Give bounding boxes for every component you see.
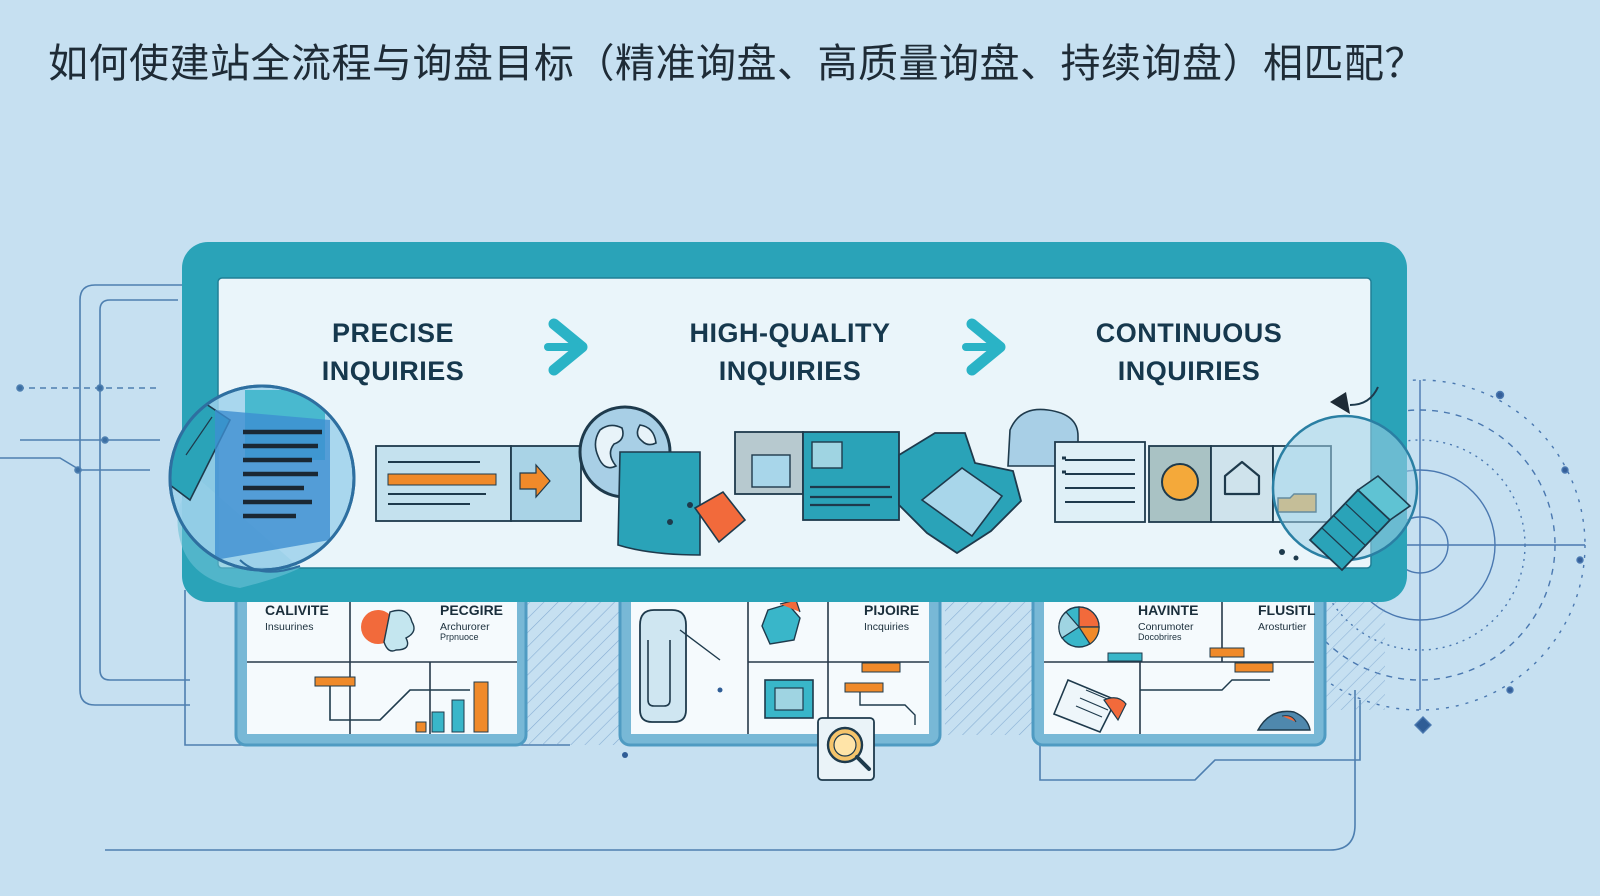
arrow-right-icon <box>519 463 551 499</box>
bottom-card-right <box>1031 583 1327 747</box>
stage-label-line2: Inquiries <box>718 356 862 386</box>
card-subtitle-2: Prpnuoce <box>440 632 479 642</box>
card-label: PECGIRE Archurorer Prpnuoce <box>440 602 503 642</box>
network-globe-icon <box>1271 386 1419 572</box>
card-label: HAVINTE Conrumoter Docobrires <box>1138 602 1198 642</box>
arrow-right-icon <box>544 318 588 376</box>
stage-label-line2: Inquiries <box>321 356 465 386</box>
card-title: PIJOIRE <box>864 602 920 618</box>
card-label: CALIVITE Insuurines <box>265 602 329 633</box>
document-icon <box>802 431 900 521</box>
hatched-panel <box>525 595 625 745</box>
card-title: PECGIRE <box>440 602 504 618</box>
arrow-right-icon <box>962 318 1006 376</box>
pie-chart-icon <box>361 609 415 652</box>
bottom-card-middle <box>618 583 942 747</box>
stage-label-line1: High-Quality <box>689 318 891 348</box>
process-strip <box>375 405 1332 556</box>
card-title: HAVINTE <box>1138 602 1199 618</box>
card-title: FLUSITL <box>1258 602 1316 618</box>
stage-label-line1: Precise <box>331 318 455 348</box>
card-title: CALIVITE <box>265 602 329 618</box>
stage-precise-inquiries: Precise Inquiries <box>243 314 543 390</box>
stage-label-line2: Inquiries <box>1117 356 1261 386</box>
stage-high-quality-inquiries: High-Quality Inquiries <box>640 314 940 390</box>
card-subtitle: Insuurines <box>265 621 314 633</box>
card-label: PIJOIRE Incquiries <box>864 602 919 633</box>
stage-label-line1: Continuous <box>1095 318 1283 348</box>
hatched-panel <box>945 595 1040 735</box>
pie-chart-icon <box>1058 606 1100 648</box>
card-label: FLUSITL Arosturtier <box>1258 602 1316 633</box>
bottom-card-left <box>234 583 528 747</box>
home-icon <box>1210 445 1274 523</box>
card-subtitle: Conrumoter <box>1138 621 1194 633</box>
magnifier-icon <box>622 687 875 781</box>
lens-icon <box>168 384 356 588</box>
card-subtitle: Arosturtier <box>1258 621 1307 633</box>
hatched-panel <box>1315 600 1385 710</box>
card-subtitle-2: Docobrires <box>1138 632 1182 642</box>
page-title: 如何使建站全流程与询盘目标（精准询盘、高质量询盘、持续询盘）相匹配？ <box>48 41 1425 87</box>
puzzle-icon <box>761 599 801 645</box>
stage-continuous-inquiries: Continuous Inquiries <box>1039 314 1339 390</box>
document-icon <box>1054 441 1146 523</box>
bar-chart-icon <box>415 681 489 733</box>
card-subtitle: Archurorer <box>440 621 490 633</box>
card-subtitle: Incquiries <box>864 621 909 633</box>
